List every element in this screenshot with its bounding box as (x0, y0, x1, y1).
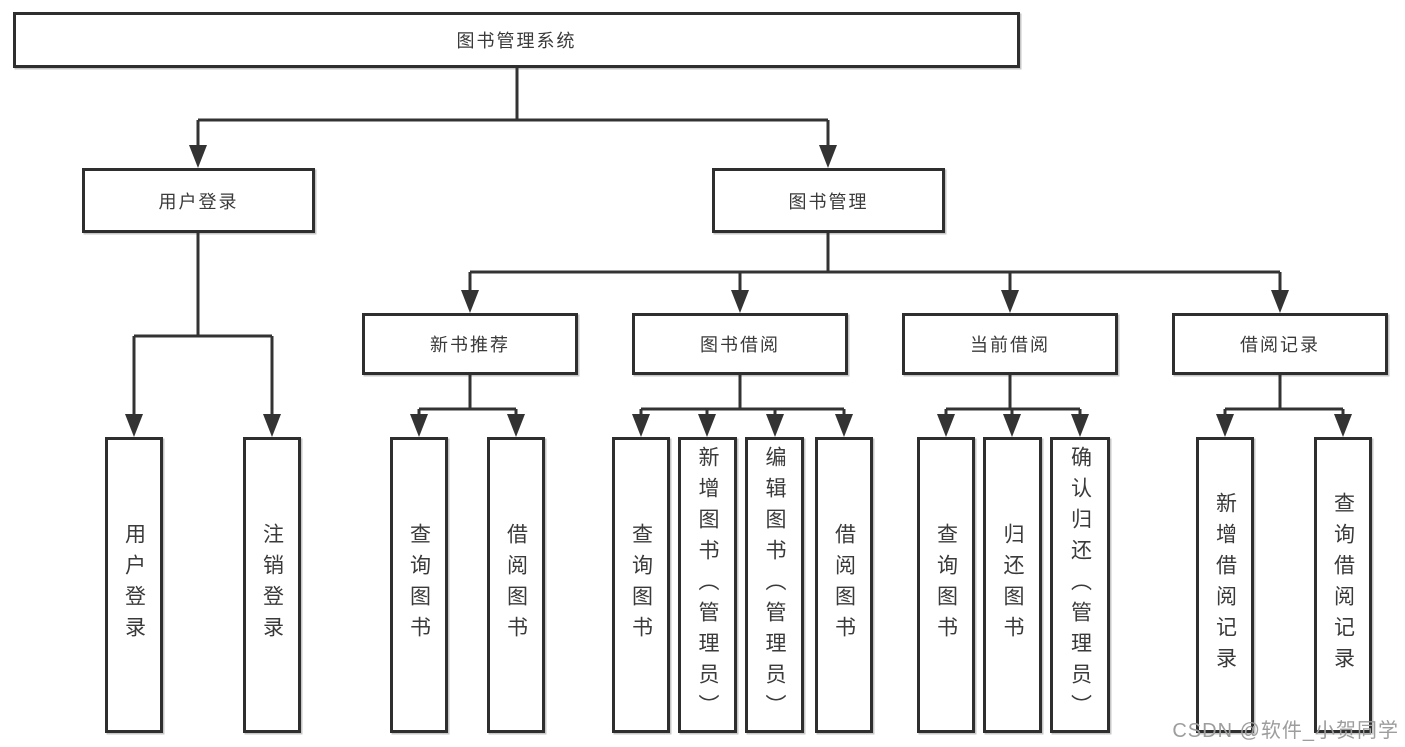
csdn-watermark: CSDN @软件_小贺同学 (1172, 720, 1399, 742)
leaf-edit-books-admin: 编辑图书（管理员） (745, 437, 804, 733)
leaf-add-books-admin: 新增图书（管理员） (678, 437, 737, 733)
leaf-borrow-books: 借阅图书 (815, 437, 873, 733)
leaf-query-books-recommend: 查询图书 (390, 437, 448, 733)
node-book-management: 图书管理 (712, 168, 945, 233)
node-current-borrowing: 当前借阅 (902, 313, 1118, 375)
node-user-login: 用户登录 (82, 168, 315, 233)
node-new-book-recommendation: 新书推荐 (362, 313, 578, 375)
leaf-query-books-borrow: 查询图书 (612, 437, 670, 733)
node-library-management-system: 图书管理系统 (13, 12, 1020, 68)
leaf-confirm-return-admin: 确认归还（管理员） (1050, 437, 1110, 733)
node-borrowing-records: 借阅记录 (1172, 313, 1388, 375)
leaf-query-borrow-record: 查询借阅记录 (1314, 437, 1372, 733)
node-book-borrowing: 图书借阅 (632, 313, 848, 375)
leaf-borrow-books-recommend: 借阅图书 (487, 437, 545, 733)
leaf-query-books-current: 查询图书 (917, 437, 975, 733)
leaf-return-books: 归还图书 (983, 437, 1042, 733)
leaf-user-login: 用户登录 (105, 437, 163, 733)
leaf-add-borrow-record: 新增借阅记录 (1196, 437, 1254, 733)
leaf-logout: 注销登录 (243, 437, 301, 733)
